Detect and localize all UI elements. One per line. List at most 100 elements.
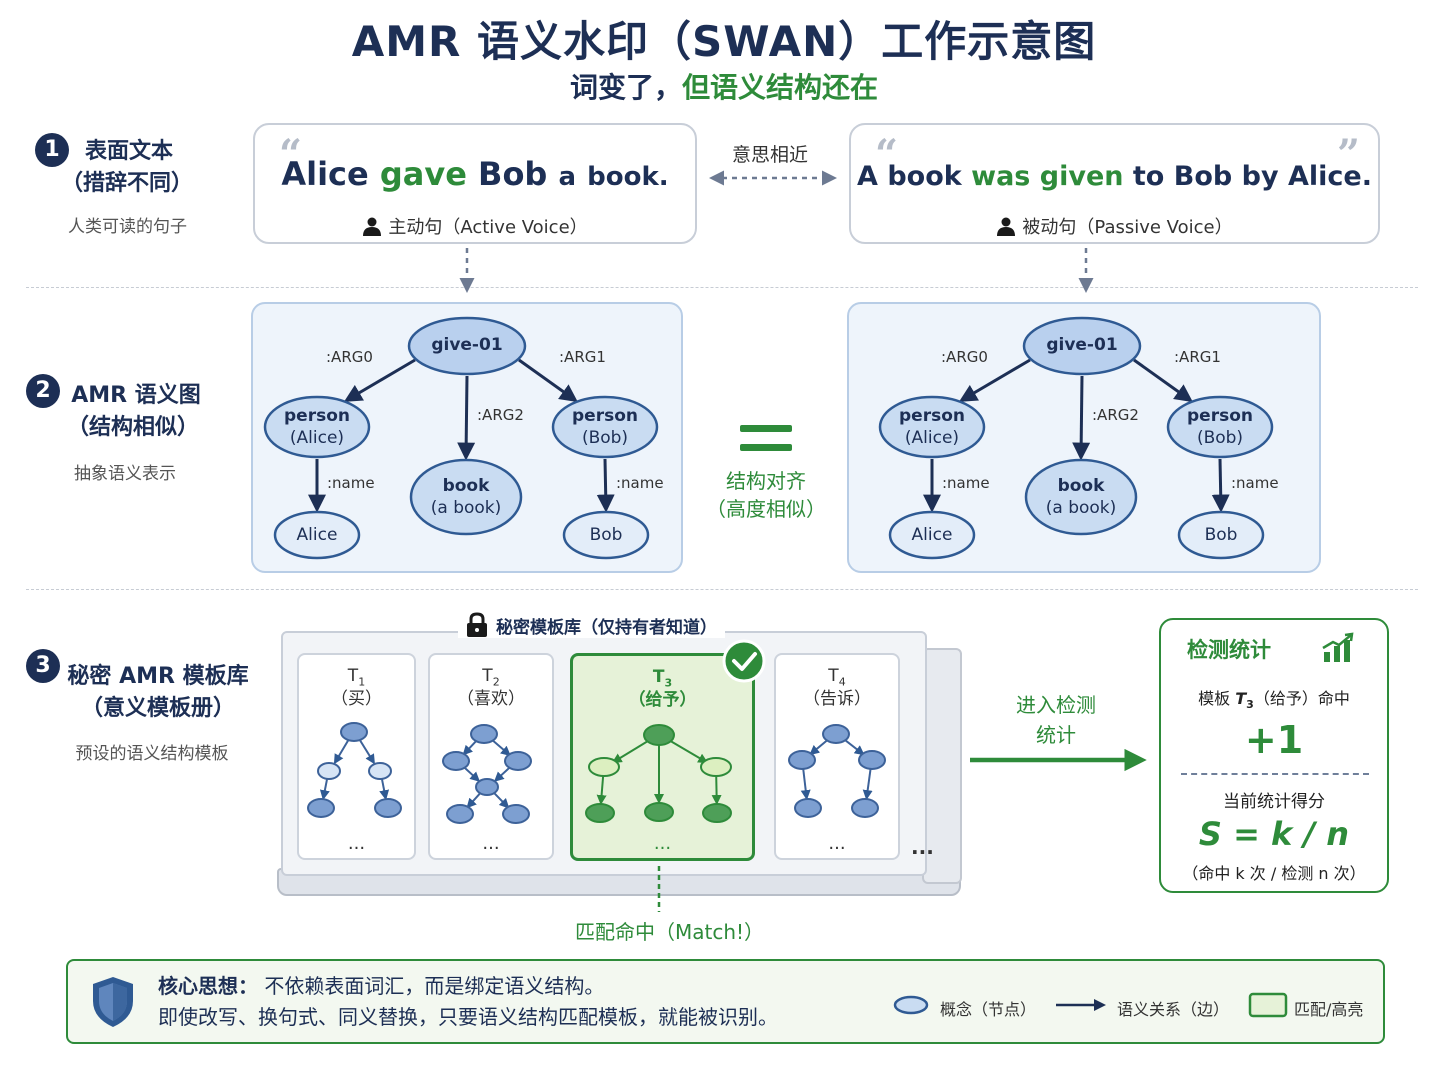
template-card-t1: T1 （买） ... [297, 653, 416, 860]
open-quote-icon: “ [875, 131, 899, 178]
word: Alice. [1287, 161, 1372, 192]
subtitle-part1: 词变了， [569, 71, 682, 104]
sentence-passive: A book was given to Bob by Alice. [851, 161, 1378, 192]
sentence-card-passive: “ ” A book was given to Bob by Alice. 被动… [849, 123, 1380, 244]
legend-relation: 语义关系（边） [1117, 1000, 1230, 1019]
passive-node-root-text: give-01 [1046, 335, 1118, 355]
to-stats-line1: 进入检测 [1016, 693, 1096, 717]
equals-icon-top [740, 425, 792, 432]
active-node-alice-text: Alice [296, 525, 338, 545]
active-label-name-bob: :name [616, 474, 664, 492]
core-idea-panel: 核心思想： 不依赖表面词汇，而是绑定语义结构。 即使改写、换句式、同义替换，只要… [66, 959, 1385, 1044]
book-back-pages [922, 648, 962, 884]
template-card-t3-matched: T3 （给予） ... [570, 653, 755, 861]
word: Bob [478, 155, 548, 193]
step-1-desc: 人类可读的句子 [68, 217, 187, 237]
to-stats-label: 进入检测统计 [996, 690, 1116, 750]
close-quote-icon: ” [1337, 131, 1361, 178]
word: book. [587, 162, 669, 192]
voice-text: 主动句（Active Voice） [388, 217, 588, 238]
template-meaning: （买） [331, 689, 382, 709]
voice-label-active: 主动句（Active Voice） [255, 213, 695, 239]
verb-word: was given [971, 161, 1124, 192]
passive-node-person-alice-text: person(Alice) [899, 406, 965, 448]
active-node-person-alice-text: person(Alice) [284, 406, 350, 448]
person-icon [363, 217, 382, 236]
word: Bob [1173, 161, 1233, 192]
template-id: T1 [299, 665, 414, 693]
word: Alice [281, 155, 369, 193]
library-label-text: 秘密模板库（仅持有者知道） [496, 618, 717, 638]
alignment-line1: 结构对齐 [726, 469, 806, 493]
alignment-line2: （高度相似） [706, 497, 826, 521]
bar-chart-icon [1322, 632, 1354, 662]
active-label-arg1: :ARG1 [559, 348, 606, 366]
stats-divider [1181, 773, 1369, 775]
core-idea-line2: 即使改写、换句式、同义替换，只要语义结构匹配模板，就能被识别。 [158, 1005, 778, 1029]
stats-hit-line: 模板 T3（给予）命中 [1161, 685, 1387, 711]
template-id: T3 [573, 666, 752, 694]
match-label: 匹配命中（Match!） [575, 920, 765, 944]
lock-icon [467, 612, 487, 637]
stats-formula: S = k / n [1198, 815, 1350, 853]
step-2-title-line1: AMR 语义图 [71, 383, 201, 408]
voice-label-passive: 被动句（Passive Voice） [851, 213, 1378, 239]
hit-prefix: 模板 [1198, 689, 1231, 708]
template-dots: ... [653, 833, 672, 854]
step-2-title: AMR 语义图（结构相似） [62, 380, 210, 444]
more-templates-dots: ... [911, 835, 934, 859]
legend-match: 匹配/高亮 [1294, 1000, 1364, 1019]
template-dots: ... [347, 833, 366, 854]
template-dots: ... [828, 833, 846, 854]
hit-suffix: （给予）命中 [1253, 689, 1350, 708]
hit-t: T [1235, 689, 1247, 708]
word: A [857, 161, 878, 192]
template-sub: 2 [492, 675, 500, 689]
passive-node-alice-text: Alice [911, 525, 953, 545]
shield-icon [93, 977, 133, 1027]
active-label-arg0: :ARG0 [326, 348, 373, 366]
step-1-title-line1: 表面文本 [84, 139, 173, 164]
template-t: T [828, 666, 839, 686]
word: book [887, 161, 962, 192]
sentence-active: Alice gave Bob a book. [255, 155, 695, 193]
template-meaning: （告诉） [803, 689, 871, 709]
step-2-desc: 抽象语义表示 [74, 464, 176, 484]
concept-node-legend-icon [893, 995, 929, 1015]
sentence-card-active: “ Alice gave Bob a book. 主动句（Active Voic… [253, 123, 697, 244]
passive-node-bob-text: Bob [1204, 525, 1238, 545]
template-t: T [652, 667, 665, 687]
core-label: 核心思想： [158, 974, 258, 998]
passive-label-arg2: :ARG2 [1092, 406, 1139, 424]
stats-formula-note: （命中 k 次 / 检测 n 次） [1182, 864, 1366, 883]
page-subtitle: 词变了，但语义结构还在 [0, 66, 1448, 106]
library-label: 秘密模板库（仅持有者知道） [458, 612, 725, 638]
step-1-badge: 1 [35, 133, 69, 167]
passive-node-person-bob-text: person(Bob) [1187, 406, 1253, 448]
word: by [1241, 161, 1279, 192]
template-dots: ... [482, 833, 500, 854]
row-divider-1 [26, 287, 1418, 288]
voice-text: 被动句（Passive Voice） [1022, 217, 1233, 238]
passive-label-arg0: :ARG0 [941, 348, 988, 366]
core-text1: 不依赖表面词汇，而是绑定语义结构。 [264, 974, 605, 998]
step-3-title-line2: （意义模板册） [80, 696, 235, 721]
template-t: T [482, 666, 493, 686]
stats-title: 检测统计 [1187, 638, 1271, 662]
template-id: T4 [776, 665, 898, 693]
relation-arrow-legend-icon [1056, 999, 1106, 1011]
alignment-label: 结构对齐 （高度相似） [700, 467, 832, 523]
active-node-root-text: give-01 [431, 335, 503, 355]
word: a [558, 162, 577, 192]
core-idea-line1: 核心思想： 不依赖表面词汇，而是绑定语义结构。 [158, 971, 604, 1001]
subtitle-part2: 但语义结构还在 [682, 71, 879, 104]
detection-stats-panel: 检测统计 模板 T3（给予）命中 +1 当前统计得分 S = k / n （命中… [1159, 618, 1389, 893]
word: to [1132, 161, 1165, 192]
legend-concept: 概念（节点） [940, 1000, 1037, 1019]
match-highlight-legend-icon [1248, 992, 1288, 1018]
step-3-title-line1: 秘密 AMR 模板库 [67, 664, 249, 689]
step-1-title: 表面文本（措辞不同） [61, 136, 194, 200]
step-3-badge: 3 [26, 649, 60, 683]
stats-score-label: 当前统计得分 [1223, 792, 1325, 812]
step-3-desc: 预设的语义结构模板 [75, 744, 229, 764]
